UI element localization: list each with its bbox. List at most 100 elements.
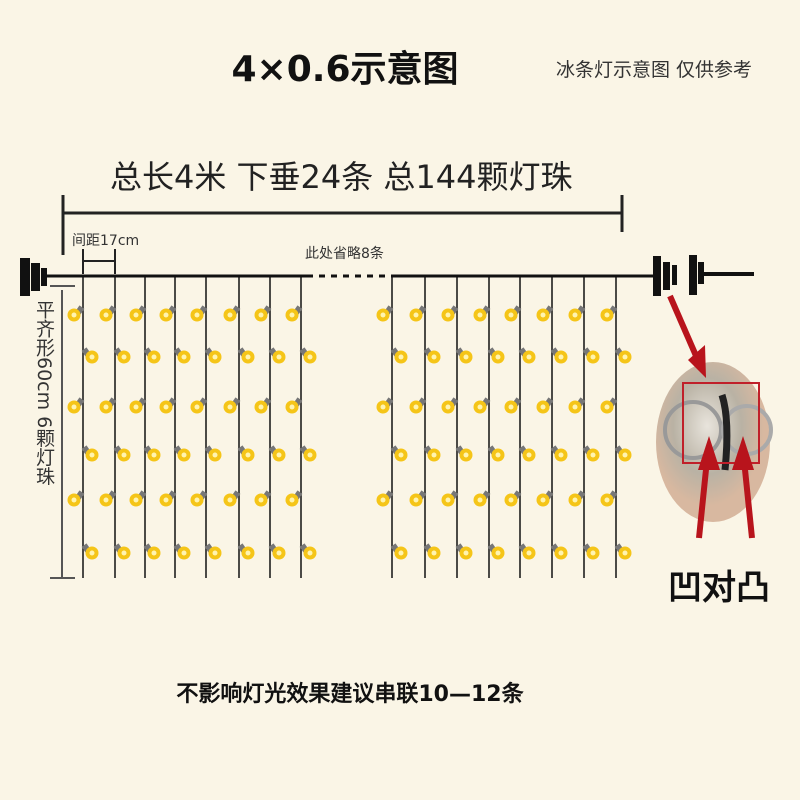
left-plug-icon — [20, 258, 47, 296]
height-dimension-line — [50, 285, 75, 579]
bulb-icon — [409, 397, 427, 414]
bulb-icon — [582, 445, 600, 462]
bulb-icon — [285, 490, 303, 507]
bulb-icon — [81, 347, 99, 364]
connector-photo — [656, 362, 773, 522]
bulb-icon — [614, 445, 632, 462]
bulb-icon — [173, 347, 191, 364]
bulb-icon — [390, 347, 408, 364]
total-length-label: 总长4米 下垂24条 总144颗灯珠 — [110, 158, 573, 196]
bulb-icon — [254, 490, 272, 507]
bulb-icon — [299, 347, 317, 364]
bulb-icon — [550, 347, 568, 364]
page-title: 4×0.6示意图 — [231, 49, 459, 90]
red-arrows — [667, 294, 755, 539]
drop-height-label: 平齐形60cm 6颗灯珠 — [33, 300, 55, 486]
bulb-icon — [504, 490, 522, 507]
bulb-icon — [487, 543, 505, 560]
bulb-icon — [518, 347, 536, 364]
bulb-icon — [254, 305, 272, 322]
bulb-icon — [299, 543, 317, 560]
bulb-icon — [390, 445, 408, 462]
bulb-icon — [423, 543, 441, 560]
bulb-icon — [582, 347, 600, 364]
bulb-icon — [487, 347, 505, 364]
bulb-icon — [254, 397, 272, 414]
bulb-icon — [455, 445, 473, 462]
bulb-icon — [582, 543, 600, 560]
bulb-icon — [536, 490, 554, 507]
bulb-icon — [473, 305, 491, 322]
bulb-icon — [518, 543, 536, 560]
bulb-icon — [423, 347, 441, 364]
disclaimer-note: 冰条灯示意图 仅供参考 — [556, 59, 753, 81]
bulb-icon — [113, 347, 131, 364]
bulb-icon — [204, 445, 222, 462]
bulb-icon — [204, 543, 222, 560]
bulb-icon — [81, 543, 99, 560]
bulb-icon — [473, 397, 491, 414]
bulb-icon — [441, 490, 459, 507]
bulb-icon — [173, 445, 191, 462]
bulb-icon — [518, 445, 536, 462]
bulb-icon — [376, 397, 394, 414]
bulb-icon — [473, 490, 491, 507]
bulb-icon — [67, 305, 85, 322]
bulb-icon — [504, 397, 522, 414]
bulb-icon — [99, 490, 117, 507]
bulb-icon — [455, 347, 473, 364]
bulb-icon — [409, 490, 427, 507]
bulb-icon — [190, 490, 208, 507]
bulb-icon — [568, 397, 586, 414]
bulb-icon — [190, 397, 208, 414]
bulb-icon — [536, 305, 554, 322]
series-connection-note: 不影响灯光效果建议串联10—12条 — [176, 682, 524, 707]
bulb-icon — [67, 490, 85, 507]
bulb-icon — [600, 397, 618, 414]
bulb-icon — [441, 305, 459, 322]
bulb-icon — [113, 445, 131, 462]
bulb-icon — [504, 305, 522, 322]
bulb-icon — [237, 347, 255, 364]
bulb-icon — [190, 305, 208, 322]
length-dimension-line — [61, 195, 624, 255]
bulb-icon — [143, 445, 161, 462]
bulb-icon — [600, 305, 618, 322]
bulb-icon — [99, 305, 117, 322]
bulb-icon — [550, 543, 568, 560]
bulb-icon — [223, 305, 241, 322]
bulb-icon — [536, 397, 554, 414]
bulb-icon — [568, 305, 586, 322]
bulb-icon — [376, 490, 394, 507]
bulb-icon — [423, 445, 441, 462]
bulb-icon — [173, 543, 191, 560]
bulb-icon — [129, 397, 147, 414]
bulb-icon — [441, 397, 459, 414]
bulb-icon — [268, 543, 286, 560]
bulb-icon — [285, 397, 303, 414]
bulb-icon — [159, 397, 177, 414]
bulb-icon — [143, 347, 161, 364]
bulb-icon — [143, 543, 161, 560]
bulb-icon — [81, 445, 99, 462]
omitted-strands-label: 此处省略8条 — [305, 246, 384, 262]
bulb-icon — [237, 445, 255, 462]
connector-caption: 凹对凸 — [668, 568, 770, 608]
bulb-icon — [376, 305, 394, 322]
bulb-icon — [129, 490, 147, 507]
bulb-icon — [614, 347, 632, 364]
right-connector-icon — [653, 255, 754, 296]
bulb-icon — [600, 490, 618, 507]
bulb-icon — [113, 543, 131, 560]
bulb-icon — [99, 397, 117, 414]
bulb-icon — [614, 543, 632, 560]
bulb-icon — [487, 445, 505, 462]
bulb-icon — [550, 445, 568, 462]
bulb-icon — [237, 543, 255, 560]
bulb-icon — [455, 543, 473, 560]
bulb-icon — [268, 445, 286, 462]
spacing-label: 间距17cm — [72, 233, 140, 249]
bulb-icon — [159, 490, 177, 507]
bulb-icon — [129, 305, 147, 322]
